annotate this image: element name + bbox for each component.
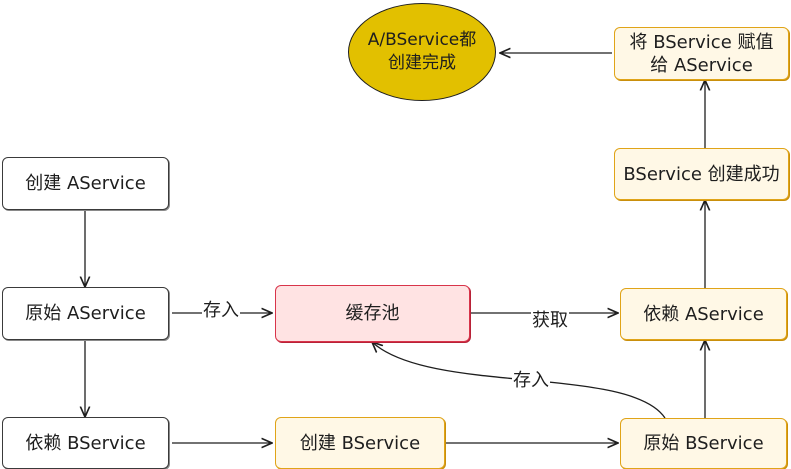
node-raw-aservice: 原始 AService — [2, 287, 169, 340]
node-label-line1: 将 BService 赋值 — [629, 31, 774, 53]
node-depend-bservice: 依赖 BService — [2, 417, 169, 469]
node-label: 缓存池 — [345, 303, 400, 324]
node-label: 依赖 AService — [643, 303, 764, 325]
node-label-line2: 创建完成 — [388, 53, 456, 73]
edge-label-store-b: 存入 — [512, 370, 550, 392]
node-create-bservice: 创建 BService — [275, 417, 445, 469]
node-assign-bservice: 将 BService 赋值 给 AService — [614, 27, 789, 80]
node-all-created: A/BService都 创建完成 — [348, 3, 496, 101]
node-label: 原始 AService — [25, 303, 146, 324]
node-create-aservice: 创建 AService — [2, 157, 169, 210]
node-bservice-created: BService 创建成功 — [614, 148, 789, 200]
node-label: BService 创建成功 — [623, 163, 780, 185]
edge-label-store-a: 存入 — [202, 300, 240, 322]
node-label-line2: 给 AService — [650, 54, 753, 76]
node-raw-bservice: 原始 BService — [620, 418, 787, 469]
node-label: 依赖 BService — [25, 432, 146, 454]
node-depend-aservice: 依赖 AService — [620, 288, 787, 340]
node-cache-pool: 缓存池 — [275, 285, 470, 342]
edge-label-fetch: 获取 — [531, 310, 569, 332]
node-label: 创建 BService — [299, 432, 421, 454]
node-label-line1: A/BService都 — [367, 30, 477, 50]
node-label: 原始 BService — [643, 433, 764, 454]
node-label: 创建 AService — [25, 173, 146, 194]
